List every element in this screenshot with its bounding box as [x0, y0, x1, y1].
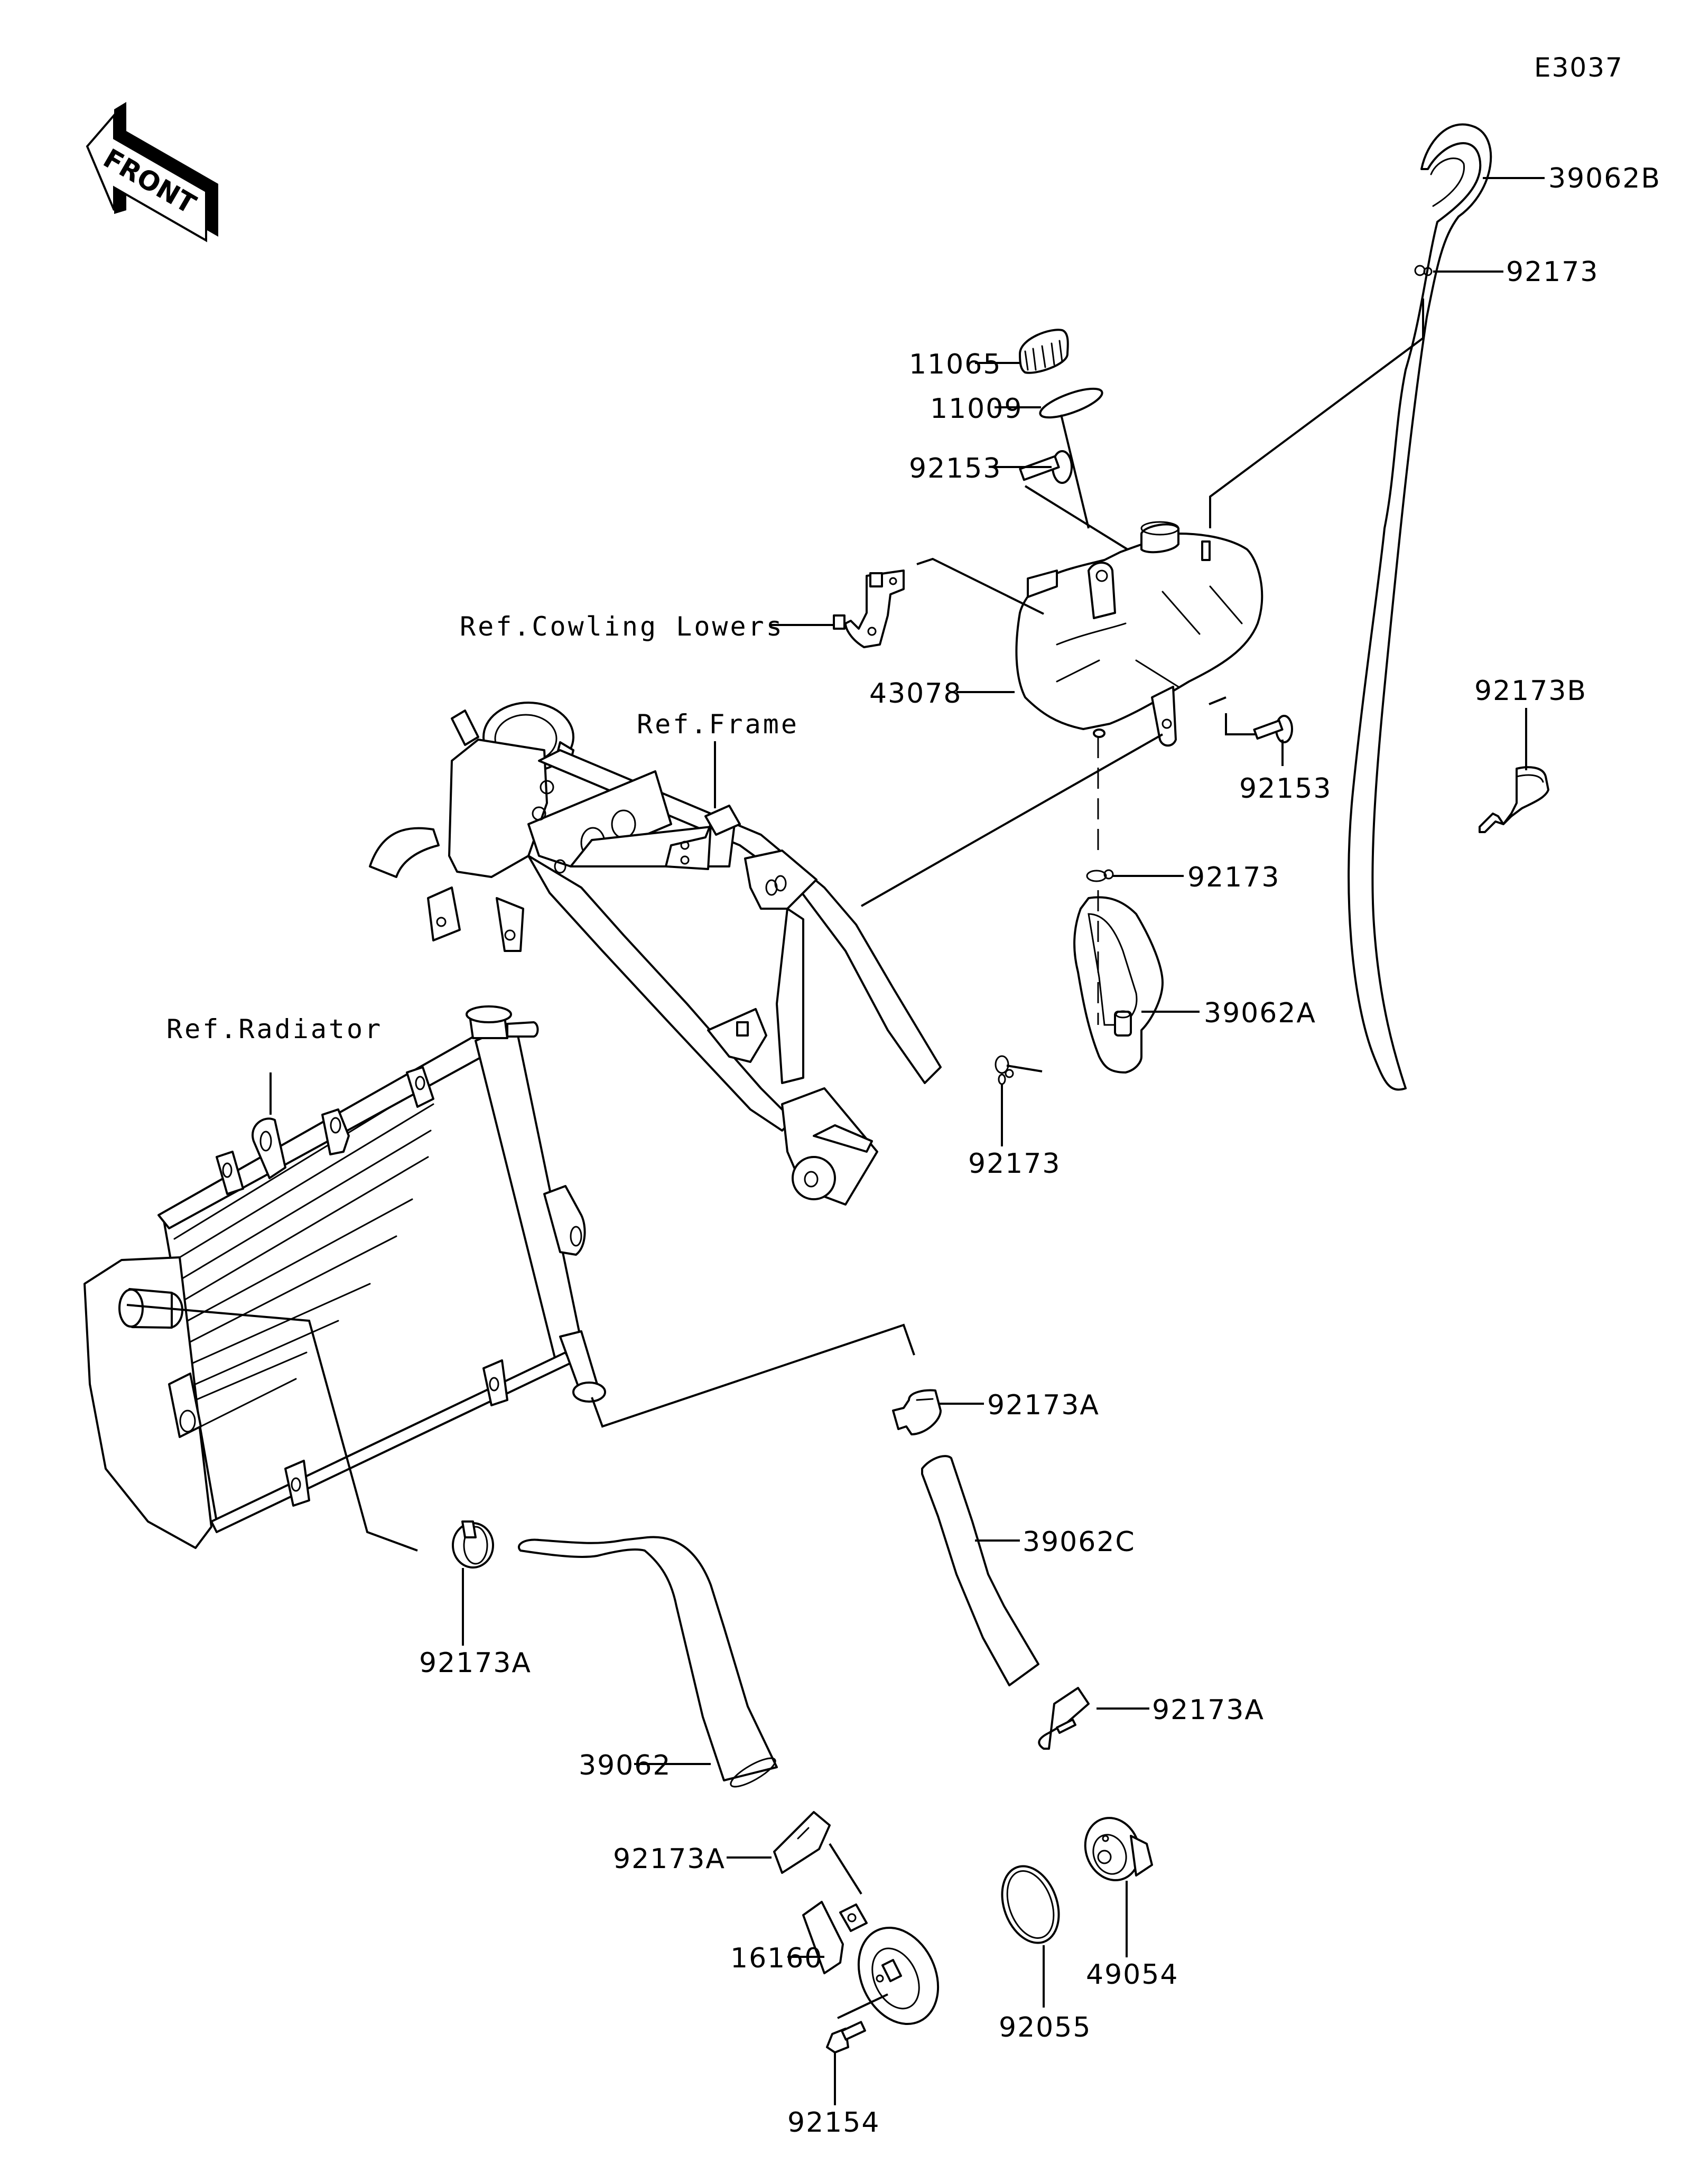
part-label-39062A[interactable]: 39062A — [1204, 997, 1316, 1029]
clamp-92173A-left[interactable] — [452, 1520, 494, 1569]
gasket-11009[interactable] — [1037, 383, 1105, 423]
hose-39062A[interactable] — [1073, 896, 1164, 1074]
bolt-92153-right[interactable] — [1253, 715, 1293, 743]
radiator — [83, 1005, 606, 1549]
part-label-49054[interactable]: 49054 — [1086, 1959, 1178, 1991]
front-arrow-icon: FRONT — [86, 102, 218, 242]
frame — [369, 702, 942, 1206]
clip-92173-top[interactable] — [1414, 265, 1433, 276]
part-label-92173A-upper-right[interactable]: 92173A — [987, 1389, 1100, 1421]
cap-11065[interactable] — [1019, 329, 1069, 374]
bolt-92154[interactable] — [826, 2021, 866, 2054]
part-label-39062B[interactable]: 39062B — [1548, 163, 1661, 194]
clip-92173-low[interactable] — [995, 1055, 1014, 1085]
part-label-43078[interactable]: 43078 — [869, 678, 962, 710]
part-label-92173-mid[interactable]: 92173 — [1187, 862, 1280, 893]
part-label-11009[interactable]: 11009 — [930, 393, 1023, 425]
ref-cowling-lowers[interactable]: Ref.Cowling Lowers — [460, 611, 784, 642]
diagram-code: E3037 — [1534, 52, 1623, 83]
part-label-92173A-bottom[interactable]: 92173A — [613, 1843, 726, 1875]
thermostat-49054[interactable] — [1076, 1810, 1153, 1888]
reservoir-tank-43078[interactable] — [1015, 521, 1263, 747]
part-label-92173A-lower-right[interactable]: 92173A — [1152, 1694, 1265, 1726]
clamp-92173B[interactable] — [1479, 766, 1549, 833]
part-label-92173-low[interactable]: 92173 — [968, 1148, 1061, 1180]
clamp-92173A-lower-right[interactable] — [1038, 1687, 1090, 1750]
part-label-92153-top[interactable]: 92153 — [909, 453, 1001, 484]
ref-radiator[interactable]: Ref.Radiator — [166, 1014, 383, 1044]
part-label-92173B[interactable]: 92173B — [1474, 675, 1587, 707]
cowling-lower-bracket — [833, 570, 905, 648]
part-label-16160[interactable]: 16160 — [730, 1943, 823, 1974]
clamp-92173A-upper-right[interactable] — [892, 1389, 942, 1435]
part-label-92153-right[interactable]: 92153 — [1239, 773, 1332, 805]
housing-16160[interactable] — [802, 1901, 953, 2037]
hose-39062B[interactable] — [1348, 123, 1492, 1091]
part-label-92173-top[interactable]: 92173 — [1506, 256, 1599, 288]
part-label-92154[interactable]: 92154 — [787, 2107, 880, 2139]
oring-92055[interactable] — [992, 1858, 1069, 1950]
hose-39062[interactable] — [517, 1536, 779, 1791]
part-label-92055[interactable]: 92055 — [999, 2012, 1091, 2043]
part-label-39062C[interactable]: 39062C — [1023, 1526, 1136, 1558]
hose-39062C[interactable] — [921, 1455, 1039, 1686]
clamp-92173A-bottom[interactable] — [773, 1811, 831, 1874]
part-label-11065[interactable]: 11065 — [909, 349, 1001, 380]
part-label-92173A-left[interactable]: 92173A — [419, 1647, 532, 1679]
part-label-39062[interactable]: 39062 — [579, 1750, 671, 1781]
clip-92173-mid[interactable] — [1086, 869, 1114, 882]
ref-frame[interactable]: Ref.Frame — [637, 709, 799, 740]
